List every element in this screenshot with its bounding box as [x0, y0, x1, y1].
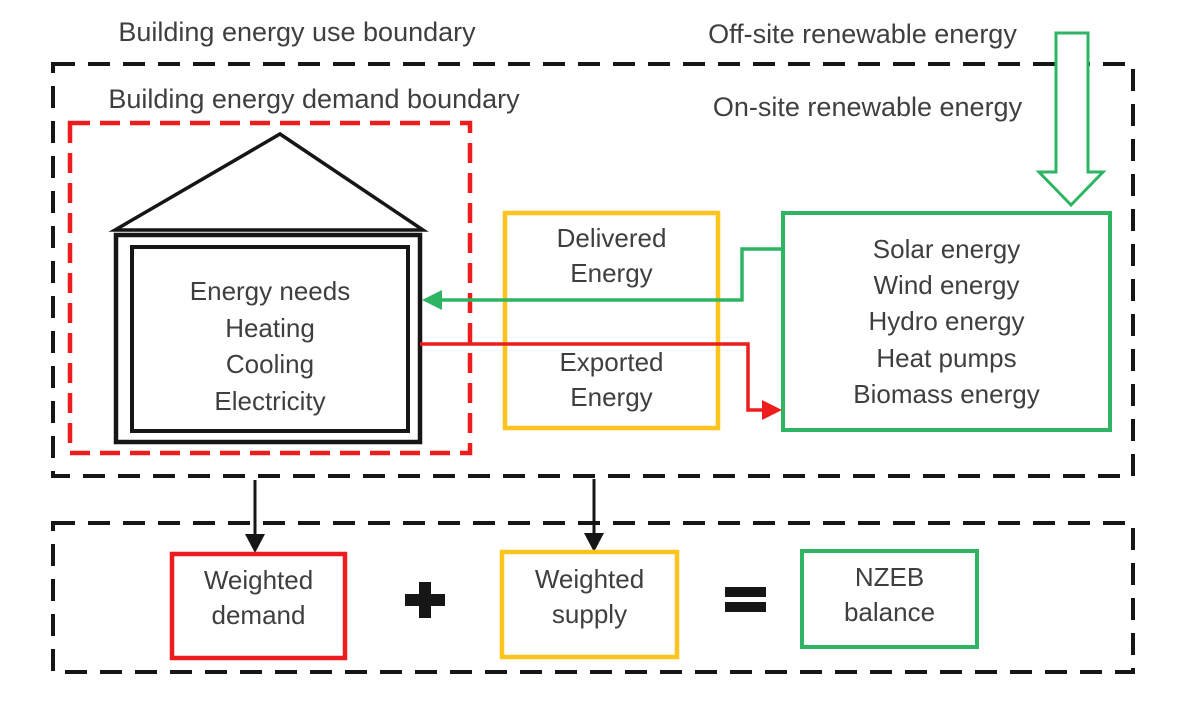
delivered-energy-flow-line	[440, 247, 783, 302]
house-text-line: Heating	[225, 312, 315, 343]
exported-energy-arrowhead-icon	[762, 400, 782, 420]
onsite-renewable-label: On-site renewable energy	[712, 92, 1023, 122]
exported-energy-label: Exported Energy	[505, 345, 718, 415]
exported-line1: Exported	[559, 347, 664, 377]
weighted-supply-line1: Weighted	[534, 564, 645, 594]
building-energy-use-boundary-box	[51, 62, 1135, 478]
delivered-line2: Energy	[570, 258, 653, 288]
onsite-renewables-box	[781, 211, 1112, 432]
weighted-demand-line2: demand	[211, 600, 306, 630]
nzeb-line1: NZEB	[854, 562, 925, 592]
renewable-item: Hydro energy	[868, 306, 1025, 337]
delivered-line1: Delivered	[556, 223, 667, 253]
renewable-item: Biomass energy	[853, 378, 1040, 409]
house-roof	[108, 131, 429, 232]
nzeb-line2: balance	[843, 597, 936, 627]
demand-arrowhead-icon	[245, 534, 265, 553]
nzeb-balance-label: NZEB balance	[802, 560, 977, 630]
house-energy-needs-text: Energy needs Heating Cooling Electricity	[132, 273, 408, 419]
renewable-item: Wind energy	[873, 270, 1020, 301]
delivered-energy-label: Delivered Energy	[505, 221, 718, 291]
house-outer-wall	[113, 232, 423, 445]
equals-icon	[725, 602, 766, 612]
supply-arrowhead-icon	[584, 533, 604, 552]
building-energy-demand-boundary-label: Building energy demand boundary	[108, 84, 520, 114]
offsite-renewable-down-arrow-icon	[1035, 31, 1107, 208]
weighted-supply-line2: supply	[551, 599, 628, 629]
house-inner-wall	[130, 245, 410, 433]
offsite-renewable-label: Off-site renewable energy	[708, 19, 1017, 49]
renewables-list: Solar energy Wind energy Hydro energy He…	[783, 231, 1110, 412]
renewable-item: Solar energy	[872, 234, 1021, 264]
exported-line2: Energy	[570, 382, 653, 412]
equals-icon	[725, 587, 766, 597]
delivered-energy-arrowhead-icon	[422, 290, 442, 310]
exported-energy-flow-line	[420, 342, 764, 412]
delivered-exported-energy-box	[502, 210, 721, 431]
renewable-item: Heat pumps	[876, 342, 1017, 373]
weighted-supply-label: Weighted supply	[502, 562, 677, 632]
weighted-demand-label: Weighted demand	[172, 563, 345, 633]
building-energy-demand-boundary-box	[67, 120, 473, 456]
weighted-demand-box	[169, 551, 348, 661]
plus-icon	[419, 582, 431, 618]
nzeb-balance-box	[800, 549, 979, 649]
house-text-line: Cooling	[225, 349, 315, 379]
house-text-line: Energy needs	[189, 276, 351, 306]
house-text-line: Electricity	[214, 385, 326, 416]
weighted-demand-line1: Weighted	[203, 565, 314, 595]
weighted-supply-box	[499, 549, 680, 660]
building-energy-use-boundary-label: Building energy use boundary	[118, 17, 476, 47]
